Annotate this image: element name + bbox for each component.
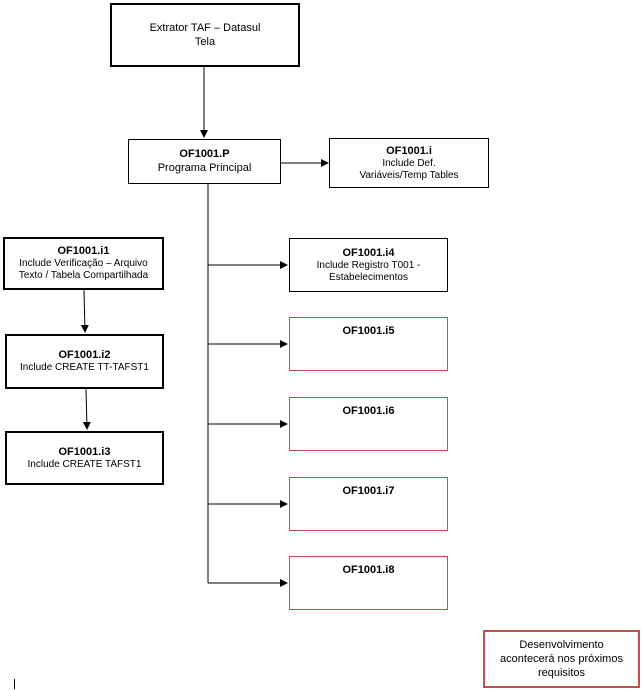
i3-desc: Include CREATE TAFST1 [27, 458, 142, 470]
i4-title: OF1001.i4 [342, 246, 395, 259]
extrator-line1: Extrator TAF – Datasul [149, 22, 261, 34]
node-extrator-taf: Extrator TAF – Datasul Tela [110, 3, 300, 67]
legend-box: Desenvolvimento acontecerá nos próximos … [483, 630, 640, 688]
i8-title: OF1001.i8 [342, 564, 395, 576]
i-desc: Include Def. Variáveis/Temp Tables [359, 157, 459, 181]
node-of1001-i3: OF1001.i3 Include CREATE TAFST1 [5, 431, 164, 485]
node-of1001-i8: OF1001.i8 [289, 556, 448, 610]
node-of1001-p: OF1001.P Programa Principal [128, 139, 281, 184]
i2-desc: Include CREATE TT-TAFST1 [20, 362, 149, 373]
node-of1001-i: OF1001.i Include Def. Variáveis/Temp Tab… [329, 138, 489, 188]
arrow-i2-to-i3 [82, 388, 91, 430]
text-cursor [14, 679, 15, 689]
arrow-i1-to-i2 [80, 289, 89, 333]
extrator-line2: Tela [194, 36, 216, 48]
i5-title: OF1001.i5 [342, 325, 395, 337]
i3-title: OF1001.i3 [58, 445, 111, 458]
legend-text: Desenvolvimento acontecerá nos próximos … [500, 639, 623, 679]
node-of1001-i5: OF1001.i5 [289, 317, 448, 371]
i-title: OF1001.i [386, 144, 432, 157]
i4-desc: Include Registro T001 - Estabelecimentos [316, 259, 421, 283]
i1-title: OF1001.i1 [57, 245, 110, 257]
node-of1001-i7: OF1001.i7 [289, 477, 448, 531]
i6-title: OF1001.i6 [342, 405, 395, 417]
node-of1001-i6: OF1001.i6 [289, 397, 448, 451]
main-title: OF1001.P [179, 148, 230, 160]
main-subtitle: Programa Principal [157, 162, 252, 174]
i7-title: OF1001.i7 [342, 485, 395, 497]
node-of1001-i2: OF1001.i2 Include CREATE TT-TAFST1 [5, 334, 164, 389]
node-of1001-i1: OF1001.i1 Include Verificação – Arquivo … [3, 237, 164, 290]
i1-desc: Include Verificação – Arquivo Texto / Ta… [18, 258, 149, 281]
node-of1001-i4: OF1001.i4 Include Registro T001 - Estabe… [289, 238, 448, 292]
i2-title: OF1001.i2 [58, 349, 111, 361]
